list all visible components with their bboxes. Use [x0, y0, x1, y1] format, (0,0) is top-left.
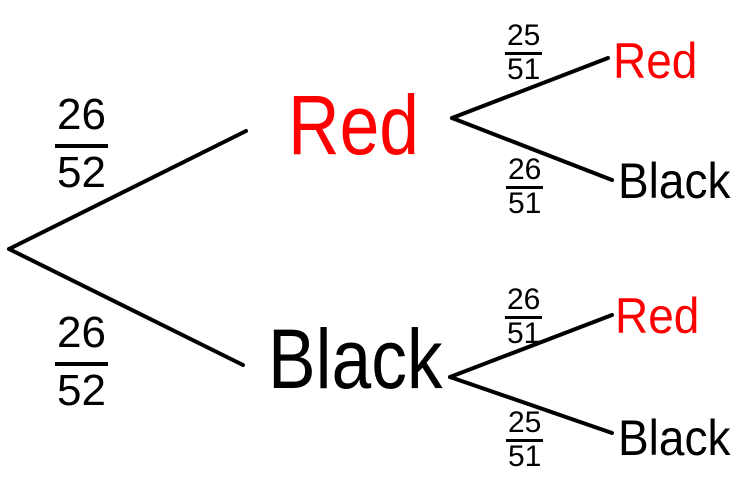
branch-line-root-to-red [7, 129, 248, 251]
probability-red-then-black: 26 51 [506, 153, 544, 220]
probability-red-then-red: 25 51 [505, 19, 543, 86]
fraction-numerator: 26 [57, 90, 106, 139]
leaf-red-then-black: Black [618, 153, 731, 209]
fraction-denominator: 51 [505, 316, 543, 350]
leaf-red-then-red: Red [613, 33, 698, 89]
branch-line-root-to-black [7, 247, 245, 367]
fraction-numerator: 26 [508, 153, 542, 186]
probability-first-red: 26 52 [55, 93, 108, 195]
probability-first-black: 26 52 [55, 311, 108, 413]
fraction-denominator: 51 [506, 186, 544, 220]
fraction-denominator: 52 [55, 144, 108, 195]
fraction-denominator: 52 [55, 362, 108, 413]
branch-line-black-to-black [448, 375, 614, 435]
fraction-numerator: 25 [508, 406, 542, 439]
leaf-black-then-red: Red [615, 288, 700, 344]
branch-line-red-to-black [450, 116, 614, 182]
node-first-black: Black [268, 312, 443, 406]
node-first-red: Red [288, 78, 419, 172]
fraction-numerator: 25 [507, 19, 541, 52]
fraction-denominator: 51 [505, 52, 543, 86]
probability-black-then-red: 26 51 [505, 283, 543, 350]
fraction-denominator: 51 [506, 439, 544, 473]
fraction-numerator: 26 [57, 308, 106, 357]
leaf-black-then-black: Black [618, 410, 731, 466]
probability-black-then-black: 25 51 [506, 406, 544, 473]
fraction-numerator: 26 [507, 283, 541, 316]
branch-line-red-to-red [450, 56, 610, 120]
branch-line-black-to-red [448, 313, 614, 379]
